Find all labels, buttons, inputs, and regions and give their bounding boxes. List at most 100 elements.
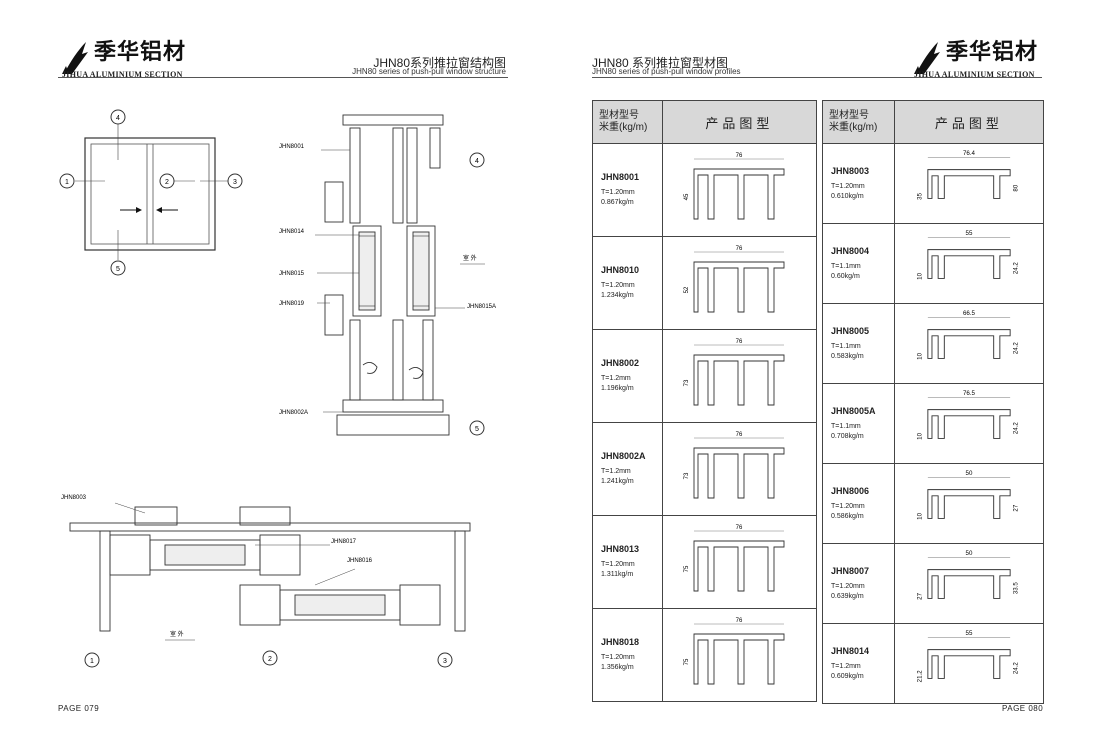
dimension-label: 73 <box>684 379 690 386</box>
window-elevation-diagram: 4 1 2 3 5 <box>59 109 243 276</box>
profile-weight: 1.234kg/m <box>601 292 634 299</box>
profile-code: JHN8007 <box>831 565 870 576</box>
dimension-label: 76.4 <box>963 150 976 157</box>
profile-drawing: 66.5 10 24.2 <box>917 310 1020 360</box>
label-outdoor-horizontal: 室 外 <box>170 630 184 638</box>
dimension-label: 76 <box>736 618 743 624</box>
profile-thickness: T=1.2mm <box>601 375 631 382</box>
dimension-label: 21.2 <box>917 669 924 682</box>
profile-drawing: 76 45 <box>684 153 785 220</box>
brand-name-en: JIHUA ALUMINIUM SECTION <box>914 70 1035 79</box>
callout-3: 3 <box>233 179 237 186</box>
profile-code: JHN8014 <box>831 645 870 656</box>
dimension-label: 76 <box>736 339 743 345</box>
callout-4: 4 <box>116 115 120 122</box>
callout-4-section: 4 <box>475 158 479 165</box>
dimension-label: 35 <box>917 192 924 199</box>
callout-1: 1 <box>65 179 69 186</box>
profile-thickness: T=1.20mm <box>601 282 635 289</box>
profile-drawing: 76 75 <box>684 618 785 685</box>
callout-2: 2 <box>165 179 169 186</box>
profile-thickness: T=1.20mm <box>601 654 635 661</box>
brand-name-cn: 季华铝材 <box>94 40 187 65</box>
profile-code: JHN8004 <box>831 245 870 256</box>
label-jhn8019: JHN8019 <box>279 301 305 307</box>
dimension-label: 73 <box>684 472 690 479</box>
dimension-label: 50 <box>965 470 972 477</box>
dimension-label: 24.2 <box>1012 341 1019 354</box>
profile-code: JHN8013 <box>601 544 640 554</box>
label-jhn8001: JHN8001 <box>279 144 305 150</box>
dimension-label: 76 <box>736 153 743 159</box>
profile-thickness: T=1.1mm <box>831 262 861 270</box>
dimension-label: 24.2 <box>1012 421 1019 434</box>
label-jhn8002a: JHN8002A <box>279 410 308 416</box>
dimension-label: 45 <box>684 193 690 200</box>
page-number: PAGE 079 <box>58 704 100 713</box>
column-header-model-weight: 型材型号米重(kg/m) <box>592 100 663 144</box>
label-jhn8017: JHN8017 <box>331 539 357 545</box>
profile-thickness: T=1.20mm <box>601 561 635 568</box>
brand-name-cn: 季华铝材 <box>946 40 1039 65</box>
profile-code: JHN8002A <box>601 451 646 461</box>
profile-thickness: T=1.2mm <box>601 468 631 475</box>
profile-code: JHN8005 <box>831 325 870 336</box>
profile-code: JHN8006 <box>831 485 870 496</box>
profile-code: JHN8010 <box>601 265 640 275</box>
page-title: JHN80 系列推拉窗型材图 <box>592 56 729 70</box>
dimension-label: 10 <box>917 352 924 359</box>
dimension-label: 76 <box>736 432 743 438</box>
dimension-label: 75 <box>684 658 690 665</box>
callout-5: 5 <box>116 266 120 273</box>
profile-weight: 0.60kg/m <box>831 272 860 280</box>
profile-code: JHN8003 <box>831 165 870 176</box>
label-jhn8003: JHN8003 <box>61 495 87 501</box>
profile-weight: 0.609kg/m <box>831 672 864 680</box>
column-header-drawing: 产品图型 <box>661 100 818 144</box>
dimension-label: 76 <box>736 246 743 252</box>
dimension-label: 76 <box>736 525 743 531</box>
dimension-label: 55 <box>965 630 972 637</box>
profile-code: JHN8001 <box>601 172 640 182</box>
profile-drawing-cell: 76 75 <box>661 608 818 702</box>
brand-name-en: JIHUA ALUMINIUM SECTION <box>62 70 183 79</box>
profile-thickness: T=1.20mm <box>601 189 635 196</box>
page-number: PAGE 080 <box>1002 704 1044 713</box>
dimension-label: 27 <box>917 592 924 599</box>
column-header-model-weight: 型材型号米重(kg/m) <box>822 100 895 144</box>
dimension-label: 24.2 <box>1012 261 1019 274</box>
profile-thickness: T=1.20mm <box>831 582 865 590</box>
profile-weight: 0.867kg/m <box>601 199 634 206</box>
profile-code: JHN8002 <box>601 358 640 368</box>
dimension-label: 66.5 <box>963 310 976 317</box>
profile-weight: 0.708kg/m <box>831 432 864 440</box>
